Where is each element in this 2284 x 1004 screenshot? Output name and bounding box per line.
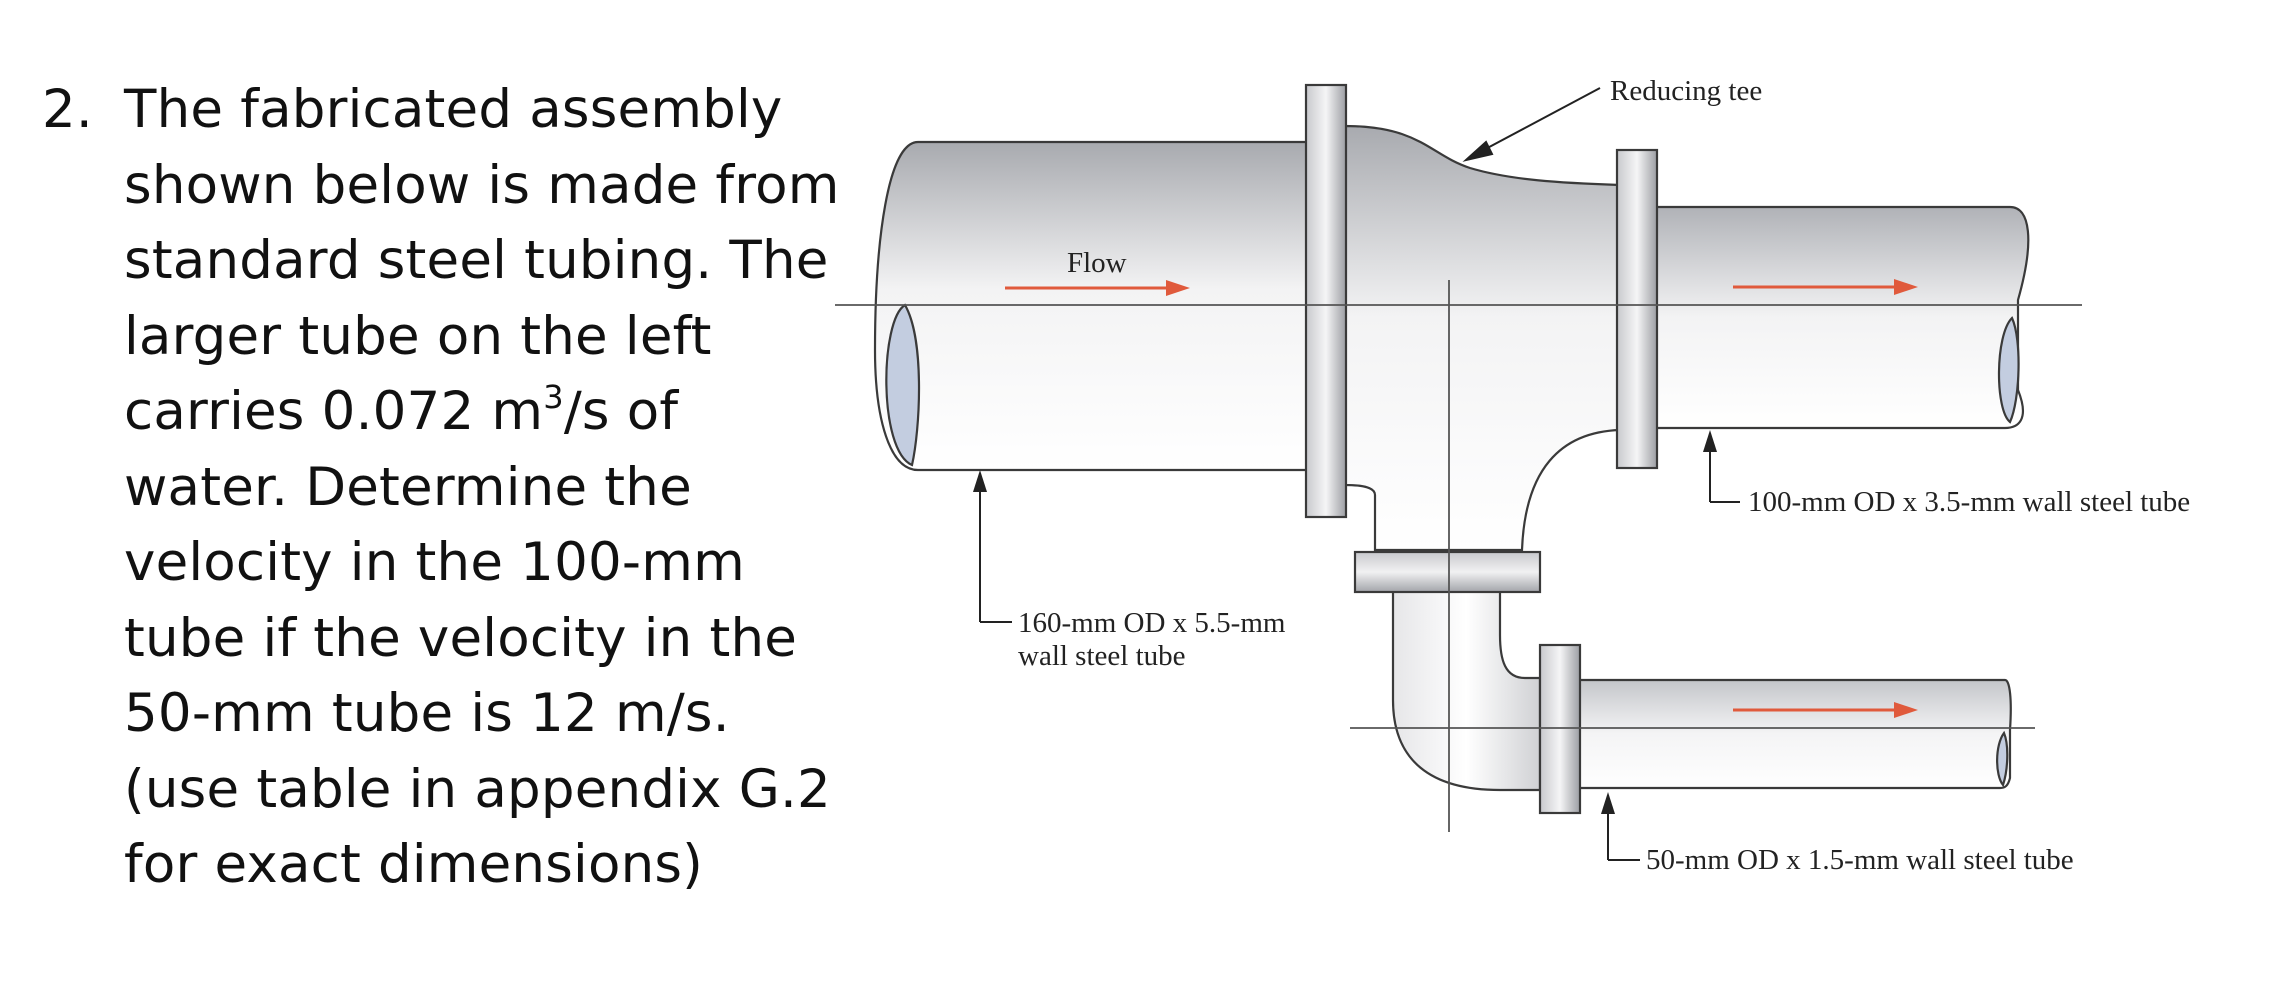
cubed-superscript: 3 [543, 378, 564, 417]
flow-arrow-inlet [1005, 280, 1190, 296]
branch-pipe [1391, 588, 1542, 792]
small-tube [1576, 678, 2012, 790]
flange-large [1304, 83, 1348, 519]
problem-line-9: 50-mm tube is 12 m/s. [124, 683, 730, 744]
medium-tube-open-end [1997, 316, 2020, 424]
label-160mm-tube-line2: wall steel tube [1018, 640, 1186, 672]
problem-line-3: standard steel tubing. The [124, 230, 829, 291]
large-tube-open-end [885, 303, 921, 467]
problem-line-7: velocity in the 100-mm [124, 532, 745, 593]
flange-branch [1353, 550, 1542, 594]
problem-statement: 2. The fabricated assembly shown below i… [42, 72, 840, 903]
flow-arrow-medium [1733, 279, 1918, 295]
problem-number: 2. [42, 79, 93, 140]
problem-text: The fabricated assembly shown below is m… [124, 72, 840, 903]
problem-line-10: (use table in appendix G.2 [124, 758, 831, 820]
problem-line-2: shown below is made from [124, 154, 840, 216]
problem-line-6: water. Determine the [124, 456, 692, 518]
leader-reducing-tee [1462, 87, 1601, 162]
reducing-tee-body [1343, 124, 1622, 552]
label-100mm-tube: 100-mm OD x 3.5-mm wall steel tube [1748, 486, 2190, 518]
label-flow: Flow [1067, 247, 1127, 279]
medium-tube [1653, 205, 2030, 430]
small-tube-open-end [1996, 730, 2009, 788]
problem-line-4: larger tube on the left [124, 305, 712, 367]
label-50mm-tube: 50-mm OD x 1.5-mm wall steel tube [1646, 844, 2074, 876]
leader-100mm [1703, 430, 1740, 503]
leader-50mm [1601, 792, 1640, 861]
flange-medium [1615, 148, 1659, 470]
problem-line-5: carries 0.072 m3/s of [124, 374, 822, 450]
problem-line-8: tube if the velocity in the [124, 607, 798, 669]
leader-160mm [973, 470, 1012, 623]
flange-small [1538, 643, 1582, 815]
large-tube [873, 140, 1310, 472]
problem-line-11: for exact dimensions) [124, 834, 704, 895]
label-reducing-tee: Reducing tee [1610, 75, 1762, 107]
flow-rate-unit-tail: /s of [563, 381, 679, 442]
flow-rate-text: carries 0.072 m [124, 381, 544, 442]
flow-arrow-small [1733, 702, 1918, 718]
problem-line-1: The fabricated assembly [124, 79, 783, 140]
label-160mm-tube-line1: 160-mm OD x 5.5-mm [1018, 607, 1286, 639]
